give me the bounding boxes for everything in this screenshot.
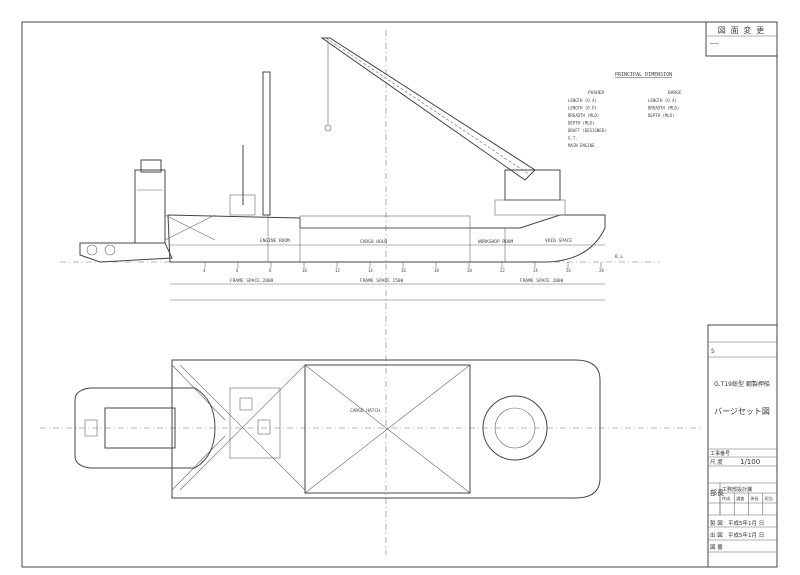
crane-house [504,169,561,201]
frame-number: 6 [236,268,239,273]
frame-space-mid: FRAME SPACE 1500 [360,278,404,284]
frame-number: 20 [467,268,472,273]
barge-deck-outline [171,359,601,499]
role-label: 調査 [736,495,744,501]
label-engine-room: ENGINE ROOM [260,238,290,244]
profile-view: ENGINE ROOM CARGO HOLD WORKSHOP ROOM VOI… [79,37,623,301]
cargo-hatch [304,364,471,494]
revision-block: 図 面 変 更 ……… [705,21,778,57]
pusher-dimension-row: BREADTH (MLD) [568,113,599,118]
barge-dimension-row: LENGTH (O.A) [648,98,677,103]
frame-number: 14 [368,268,373,273]
frame-number: 16 [401,268,406,273]
frame-space-aft: FRAME SPACE 2000 [520,278,564,284]
sheet-mark: S [711,348,715,355]
wheelhouse [134,169,166,244]
frame-number: 28 [599,268,604,273]
crane-boom [320,37,536,181]
role-label: 担当 [765,495,773,501]
title-block: S G.T19総型 鋼製押船 バージセット図 工事番号 尺 度 1/100 部長… [707,324,778,568]
principal-dimensions: PRINCIPAL DIMENSION PUSHER BARGE LENGTH … [568,72,682,148]
dimensions-title: PRINCIPAL DIMENSION [615,72,672,78]
dept-head-label: 部長 [710,488,724,497]
pusher-wheelhouse-plan [104,407,176,449]
frame-space-fore: FRAME SPACE 2000 [230,278,274,284]
role-label: 作成 [722,495,730,501]
pusher-heading: PUSHER [588,90,605,96]
barge-heading: BARGE [668,90,682,96]
frame-number: 24 [533,268,538,273]
label-cargo-hold: CARGO HOLD [360,239,387,245]
frame-number: 8 [269,268,272,273]
pusher-dimension-row: G.T. [568,136,578,141]
label-workshop: WORKSHOP ROOM [478,239,514,245]
dept-label: 工務部設計課 [722,486,752,493]
frame-number: 4 [203,268,206,273]
label-void-space: VOID SPACE [545,238,572,244]
role-label: 係長 [751,495,759,501]
pusher-hull [79,242,173,263]
drawing-title: バージセット図 [714,407,770,416]
label-cargo-hatch: CARGO HATCH [350,408,380,414]
scale-label: 尺 度 [710,458,723,466]
job-no-label: 工事番号 [710,450,730,457]
issued-date: 平成5年1月 日 [728,531,764,539]
crane-hook [324,124,332,132]
pusher-deck-outline [74,387,216,469]
deckhouse [229,387,281,459]
cargo-coaming [299,215,471,229]
pusher-dimension-row: DEPTH (MLD) [568,121,595,126]
frame-number: 26 [566,268,571,273]
issued-label: 出 図 [710,531,723,539]
scale-value: 1/100 [740,458,760,466]
frame-number: 12 [335,268,340,273]
frame-number: 10 [302,268,307,273]
crane-slewing-ring [482,395,548,461]
drawn-date: 平成5年1月 日 [728,519,764,527]
barge-hull [167,214,606,263]
pusher-dimension-row: LENGTH (O.A) [568,98,597,103]
revision-title: 図 面 変 更 [718,25,764,35]
pusher-dimension-row: LENGTH (P.P) [568,106,597,111]
drawn-label: 製 図 [710,519,723,527]
barge-dimension-row: DEPTH (MLD) [648,113,675,118]
vessel-name: G.T19総型 鋼製押船 [714,380,770,388]
plan-view: CARGO HATCH [74,359,601,499]
pusher-dimension-row: DRAFT (DESIGNED) [568,128,607,133]
label-bl: B.L [615,254,623,260]
funnel [262,71,271,216]
frame-number: 22 [500,268,505,273]
drawing-border [21,21,778,568]
revision-note: ……… [710,40,719,46]
pusher-dimension-row: MAIN ENGINE [568,143,595,148]
frame-number: 18 [434,268,439,273]
drawing-no-label: 図 番 [710,544,723,551]
barge-dimension-row: BREADTH (MLD) [648,106,679,111]
